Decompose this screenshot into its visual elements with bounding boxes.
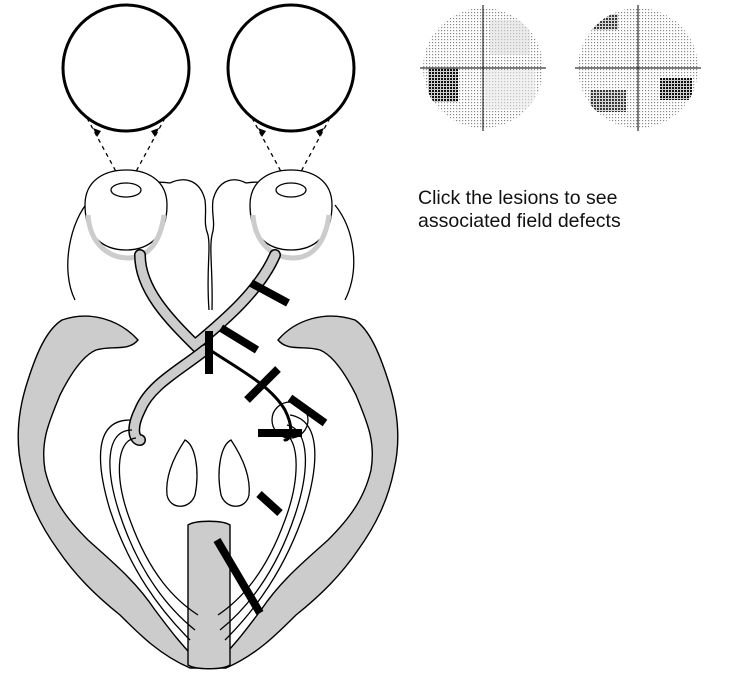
lesion-right-optic-radiation[interactable] bbox=[256, 491, 283, 516]
left-eye bbox=[84, 169, 168, 261]
right-cortex bbox=[209, 315, 399, 669]
right-visual-target bbox=[226, 3, 356, 133]
arrowheads bbox=[93, 128, 324, 137]
occipital-cortex bbox=[187, 520, 231, 670]
ventricle-left bbox=[166, 439, 198, 507]
lesion-right-optic-nerve[interactable] bbox=[249, 279, 290, 307]
lesion-right-meyer-loop[interactable] bbox=[287, 394, 328, 427]
left-eye-visual-field bbox=[420, 5, 546, 131]
left-cortex bbox=[17, 315, 207, 669]
lesions bbox=[205, 279, 328, 616]
instructions-text: Click the lesions to see associated fiel… bbox=[418, 187, 718, 233]
left-visual-target bbox=[61, 3, 191, 133]
ventricle-right bbox=[218, 439, 250, 507]
lesion-right-optic-tract-proximal[interactable] bbox=[218, 324, 260, 354]
right-eye bbox=[249, 169, 333, 261]
lesion-right-visual-cortex[interactable] bbox=[213, 537, 264, 616]
optic-radiations bbox=[99, 414, 316, 641]
right-eye-visual-field bbox=[575, 5, 701, 131]
instructions-line-1: Click the lesions to see bbox=[418, 187, 618, 209]
lesion-right-optic-tract-distal[interactable] bbox=[244, 366, 281, 403]
instructions-line-2: associated field defects bbox=[418, 210, 621, 232]
brain-outline bbox=[67, 179, 355, 311]
